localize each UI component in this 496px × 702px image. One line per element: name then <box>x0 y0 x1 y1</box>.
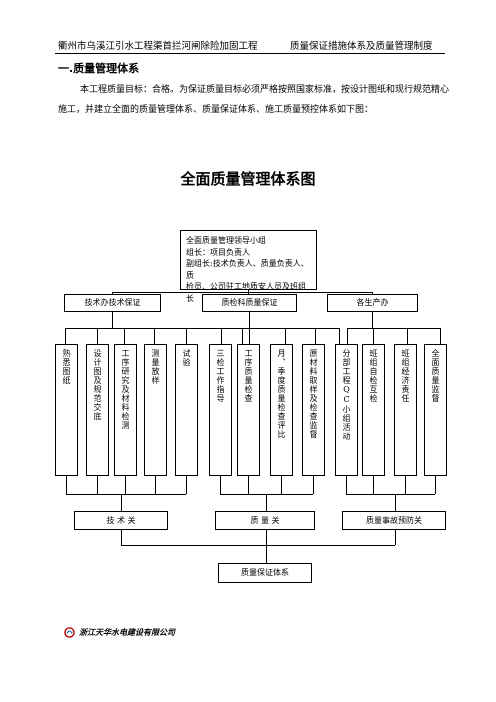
connector <box>339 328 340 344</box>
connector <box>372 312 373 328</box>
chart-title: 全面质量管理体系图 <box>180 170 316 188</box>
connector <box>121 494 122 511</box>
connector <box>221 328 222 344</box>
intro-paragraph: 本工程质量目标：合格。为保证质量目标必须严格按照国家标准，按设计图纸和现行规范精… <box>58 85 450 115</box>
connector <box>65 328 66 344</box>
connector <box>395 530 396 545</box>
connector <box>313 476 314 494</box>
connector <box>66 476 67 494</box>
level3-item: 熟悉图纸 <box>55 344 78 476</box>
level3-item: 设计图及规范交底 <box>86 344 109 476</box>
connector <box>65 328 242 329</box>
leader-line-4: 检员、公司驻工地质安人员及班组长 <box>186 282 306 303</box>
connector <box>112 292 372 293</box>
level3-item: 工序质量检查 <box>237 344 260 476</box>
header-divider <box>55 53 445 54</box>
level3-item: 原材料取样及检查监督 <box>302 344 325 476</box>
header-left: 衢州市乌溪江引水工程渠首拦河闸除险加固工程 <box>58 41 258 52</box>
connector <box>405 476 406 494</box>
connector <box>315 328 316 344</box>
leader-box: 全面质量管理领导小组 组长：项目负责人 副组长:技术负责人、质量负责人、质 检员… <box>180 230 317 303</box>
connector <box>66 494 186 495</box>
level3-item: 测量放样 <box>144 344 167 476</box>
connector <box>155 476 156 494</box>
level3-item: 试验 <box>175 344 198 476</box>
footer: 浙江天华水电建设有限公司 <box>64 627 175 638</box>
connector <box>266 530 267 563</box>
connector <box>440 328 441 344</box>
level3-item: 全面质量监督 <box>424 344 447 476</box>
bottom-prevention: 质量事故预防关 <box>342 511 446 530</box>
connector <box>266 494 267 511</box>
connector <box>112 312 113 328</box>
level3-item: 分部工程QC小组活动 <box>335 344 358 476</box>
section-title: 一.质量管理体系 <box>58 62 140 75</box>
connector <box>186 328 187 344</box>
connector <box>249 312 250 328</box>
connector <box>154 328 155 344</box>
connector <box>346 476 347 494</box>
connector <box>372 292 373 294</box>
connector <box>186 476 187 494</box>
connector <box>242 328 243 344</box>
level3-item: 工序研究及材料检测 <box>114 344 137 476</box>
company-logo-icon <box>64 627 75 638</box>
connector <box>285 328 286 344</box>
connector <box>220 476 221 494</box>
connector <box>125 476 126 494</box>
leader-line-2: 组长：项目负责人 <box>186 247 250 257</box>
connector <box>281 476 282 494</box>
connector <box>112 292 113 294</box>
connector <box>124 328 125 344</box>
leader-line-1: 全面质量管理领导小组 <box>186 236 266 245</box>
connector <box>346 494 435 495</box>
bottom-tech: 技 术 关 <box>74 511 168 530</box>
level3-item: 班组经济责任 <box>394 344 417 476</box>
connector <box>97 328 98 344</box>
connector <box>121 530 122 545</box>
connector <box>248 476 249 494</box>
level3-item: 三检工作指导 <box>209 344 232 476</box>
bottom-quality: 质 量 关 <box>215 511 315 530</box>
level2-qc: 质检科质量保证 <box>202 294 297 312</box>
connector <box>347 328 440 329</box>
leader-line-3: 副组长:技术负责人、质量负责人、质 <box>186 259 309 280</box>
connector <box>373 328 374 344</box>
connector <box>373 476 374 494</box>
footer-company: 浙江天华水电建设有限公司 <box>79 627 175 637</box>
connector <box>347 328 348 344</box>
connector <box>249 328 250 344</box>
level2-tech: 技术办技术保证 <box>64 294 161 312</box>
header-right: 质量保证措施体系及质量管理制度 <box>290 41 433 52</box>
connector <box>221 328 339 329</box>
connector <box>435 476 436 494</box>
level3-item: 班组自检互检 <box>362 344 385 476</box>
connector <box>121 545 395 546</box>
connector <box>407 328 408 344</box>
level3-item: 月、季度质量检查评比 <box>270 344 293 476</box>
level2-prod: 各生产办 <box>327 294 418 312</box>
connector <box>395 494 396 511</box>
final-box: 质量保证体系 <box>218 563 312 583</box>
connector <box>97 476 98 494</box>
